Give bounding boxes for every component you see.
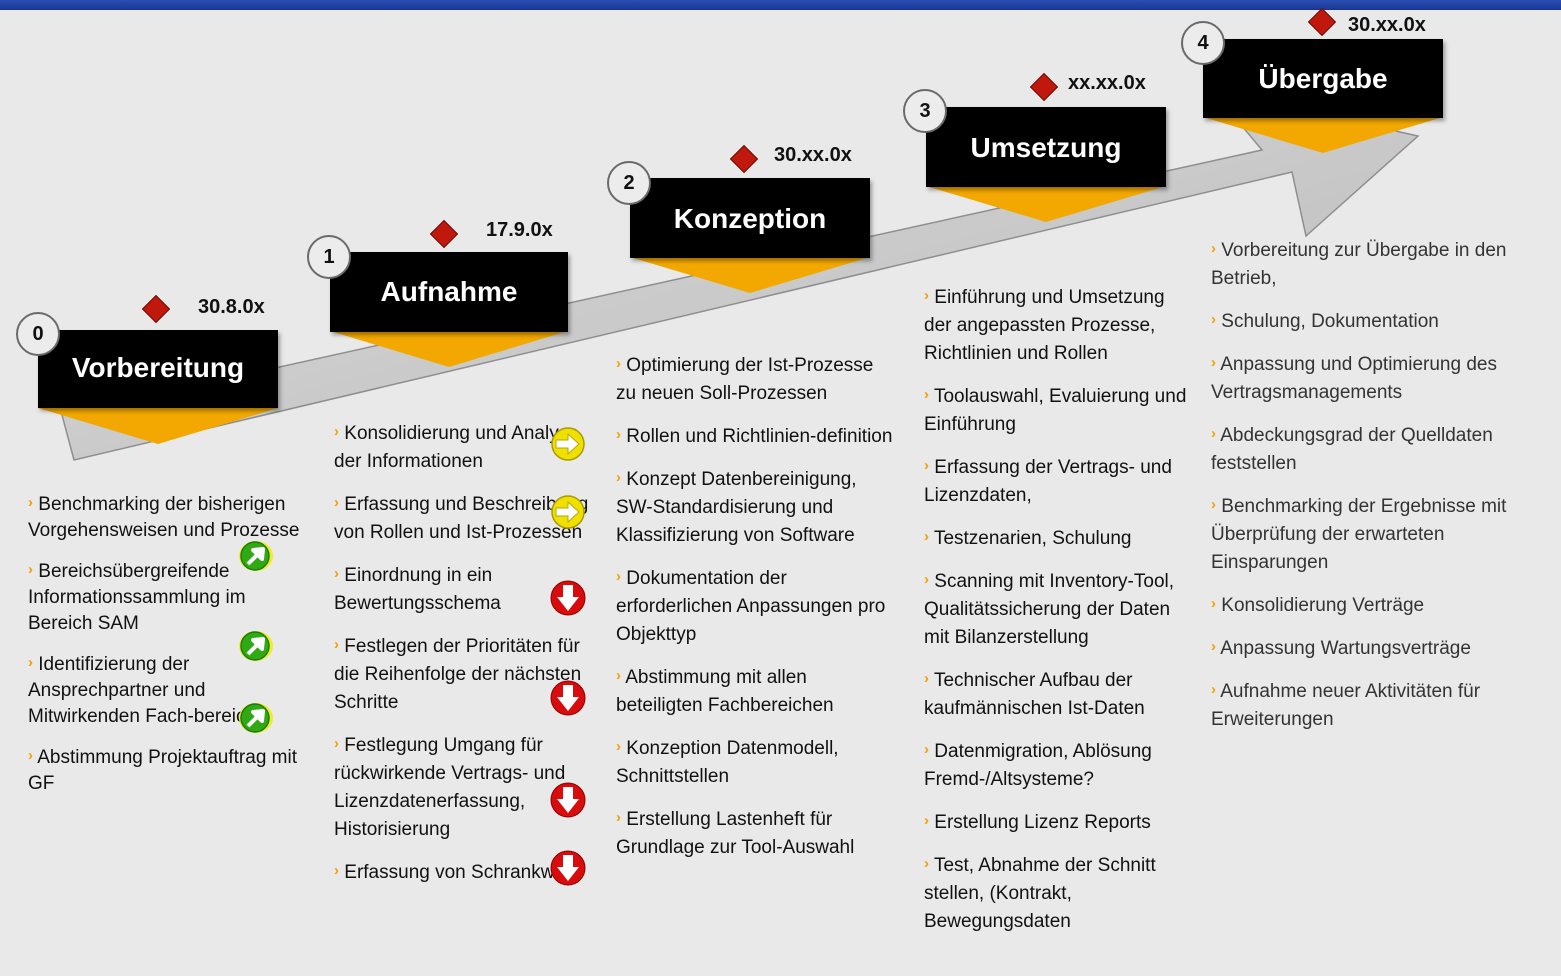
arrow-up-right-icon: [239, 703, 273, 733]
phase-4-chevron: [1203, 117, 1443, 153]
list-item: › Einordnung in ein Bewertungsschema: [334, 565, 501, 614]
list-item: › Bereichsübergreifende Informationssamm…: [28, 561, 246, 634]
top-title-bar: [0, 0, 1561, 10]
milestone-3-date: xx.xx.0x: [1068, 72, 1146, 94]
list-item: › Benchmarking der bisherigen Vorgehensw…: [28, 494, 300, 541]
phase-4-number: 4: [1181, 21, 1225, 65]
list-item: › Einführung und Umsetzung der angepasst…: [924, 287, 1165, 364]
list-item: › Konsolidierung Verträge: [1211, 595, 1425, 616]
list-item: › Abdeckungsgrad der Quelldaten feststel…: [1211, 425, 1493, 474]
milestone-4-date: 30.xx.0x: [1348, 14, 1426, 36]
milestone-0-date: 30.8.0x: [198, 296, 265, 318]
phase-4-title: Übergabe: [1258, 63, 1388, 94]
arrow-down-icon: [550, 680, 586, 716]
phase-2-chevron: [630, 257, 870, 293]
list-item: › Schulung, Dokumentation: [1211, 311, 1439, 332]
phase-0-number: 0: [16, 312, 60, 356]
phase-3-task-list: › Einführung und Umsetzung der angepasst…: [924, 282, 1192, 949]
list-item: › Erfassung der Vertrags- und Lizenzdate…: [924, 457, 1172, 506]
phase-0-box[interactable]: Vorbereitung: [38, 330, 278, 408]
arrow-down-icon: [550, 850, 586, 886]
list-item: › Optimierung der Ist-Prozesse zu neuen …: [616, 355, 874, 404]
arrow-up-right-icon: [239, 541, 273, 571]
list-item: › Dokumentation der erforderlichen Anpas…: [616, 568, 886, 645]
phase-0-task-list: › Benchmarking der bisherigen Vorgehensw…: [28, 490, 310, 810]
phase-4-box[interactable]: Übergabe: [1203, 39, 1443, 118]
phase-3-number: 3: [903, 89, 947, 133]
list-item: › Abstimmung mit allen beteiligten Fachb…: [616, 667, 834, 716]
list-item: › Technischer Aufbau der kaufmännischen …: [924, 670, 1145, 719]
milestone-2-date: 30.xx.0x: [774, 144, 852, 166]
phase-1-chevron: [330, 331, 568, 367]
list-item: › Erfassung von Schrankware: [334, 862, 582, 883]
list-item: › Test, Abnahme der Schnitt stellen, (Ko…: [924, 855, 1156, 932]
list-item: › Erfassung und Beschreibung von Rollen …: [334, 494, 589, 543]
list-item: › Konsolidierung und Analyse der Informa…: [334, 423, 579, 472]
phase-1-title: Aufnahme: [380, 276, 518, 307]
arrow-down-icon: [550, 782, 586, 818]
phase-4-task-list: › Vorbereitung zur Übergabe in den Betri…: [1211, 235, 1556, 747]
phase-1-box[interactable]: Aufnahme: [330, 252, 568, 332]
list-item: › Toolauswahl, Evaluierung und Einführun…: [924, 386, 1187, 435]
list-item: › Rollen und Richtlinien-definition: [616, 426, 893, 447]
phase-1-number: 1: [307, 235, 351, 279]
list-item: › Festlegung Umgang für rückwirkende Ver…: [334, 735, 566, 840]
phase-0-chevron: [38, 408, 278, 444]
arrow-up-right-icon: [239, 631, 273, 661]
list-item: › Erstellung Lastenheft für Grundlage zu…: [616, 809, 855, 858]
list-item: › Anpassung und Optimierung des Vertrags…: [1211, 354, 1497, 403]
phase-2-title: Konzeption: [673, 203, 827, 234]
phase-0-title: Vorbereitung: [71, 352, 245, 383]
list-item: › Abstimmung Projektauftrag mit GF: [28, 747, 297, 794]
list-item: › Testzenarien, Schulung: [924, 528, 1132, 549]
phase-1-task-list: › Konsolidierung und Analyse der Informa…: [334, 418, 594, 900]
list-item: › Festlegen der Prioritäten für die Reih…: [334, 636, 582, 713]
list-item: › Erstellung Lizenz Reports: [924, 812, 1151, 833]
list-item: › Konzept Datenbereinigung, SW-Standardi…: [616, 469, 857, 546]
list-item: › Identifizierung der Ansprechpartner un…: [28, 654, 267, 727]
phase-2-box[interactable]: Konzeption: [630, 178, 870, 258]
arrow-right-icon: [551, 427, 585, 461]
list-item: › Benchmarking der Ergebnisse mit Überpr…: [1211, 496, 1507, 573]
milestone-1-date: 17.9.0x: [486, 219, 553, 241]
list-item: › Aufnahme neuer Aktivitäten für Erweite…: [1211, 681, 1481, 730]
list-item: › Scanning mit Inventory-Tool, Qualitäts…: [924, 571, 1175, 648]
phase-2-number: 2: [607, 161, 651, 205]
phase-3-title: Umsetzung: [970, 132, 1122, 163]
list-item: › Anpassung Wartungsverträge: [1211, 638, 1471, 659]
list-item: › Vorbereitung zur Übergabe in den Betri…: [1211, 240, 1507, 289]
list-item: › Konzeption Datenmodell, Schnittstellen: [616, 738, 839, 787]
phase-2-task-list: › Optimierung der Ist-Prozesse zu neuen …: [616, 350, 896, 875]
phase-3-box[interactable]: Umsetzung: [926, 107, 1166, 187]
phase-3-chevron: [926, 186, 1166, 222]
arrow-right-icon: [551, 495, 585, 529]
list-item: › Datenmigration, Ablösung Fremd-/Altsys…: [924, 741, 1152, 790]
arrow-down-icon: [550, 580, 586, 616]
